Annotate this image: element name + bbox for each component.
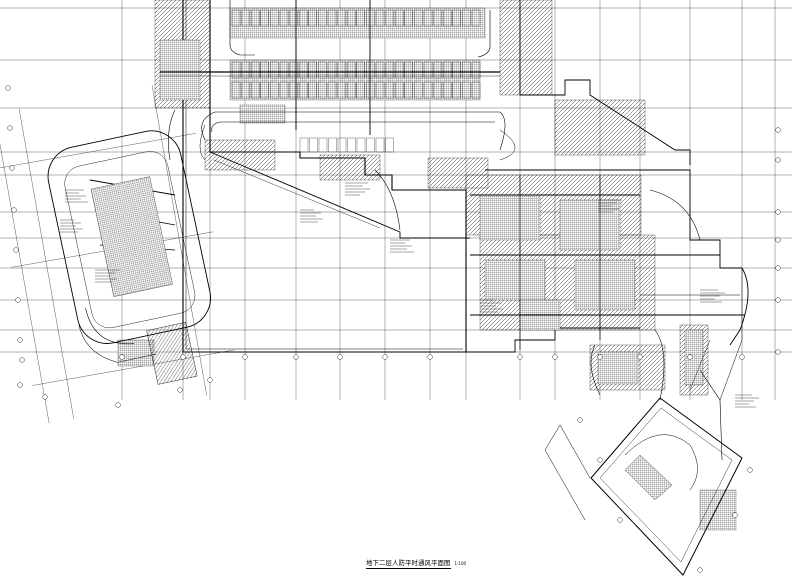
ramp-curves [201,111,701,401]
annotation-notes [60,182,759,408]
west-wing-grid [0,85,235,424]
structural-walls [154,0,709,396]
parking-stalls [231,9,481,153]
drawing-scale: 1:100 [454,561,467,566]
southeast-wing [544,268,743,576]
axis-bubbles [5,85,781,573]
drawing-title-block: 地下二层人防平时通风平面图 1:100 [366,559,466,573]
drawing-title: 地下二层人防平时通风平面图 [366,559,451,569]
equipment-clusters [117,7,737,531]
west-wing [47,130,211,385]
